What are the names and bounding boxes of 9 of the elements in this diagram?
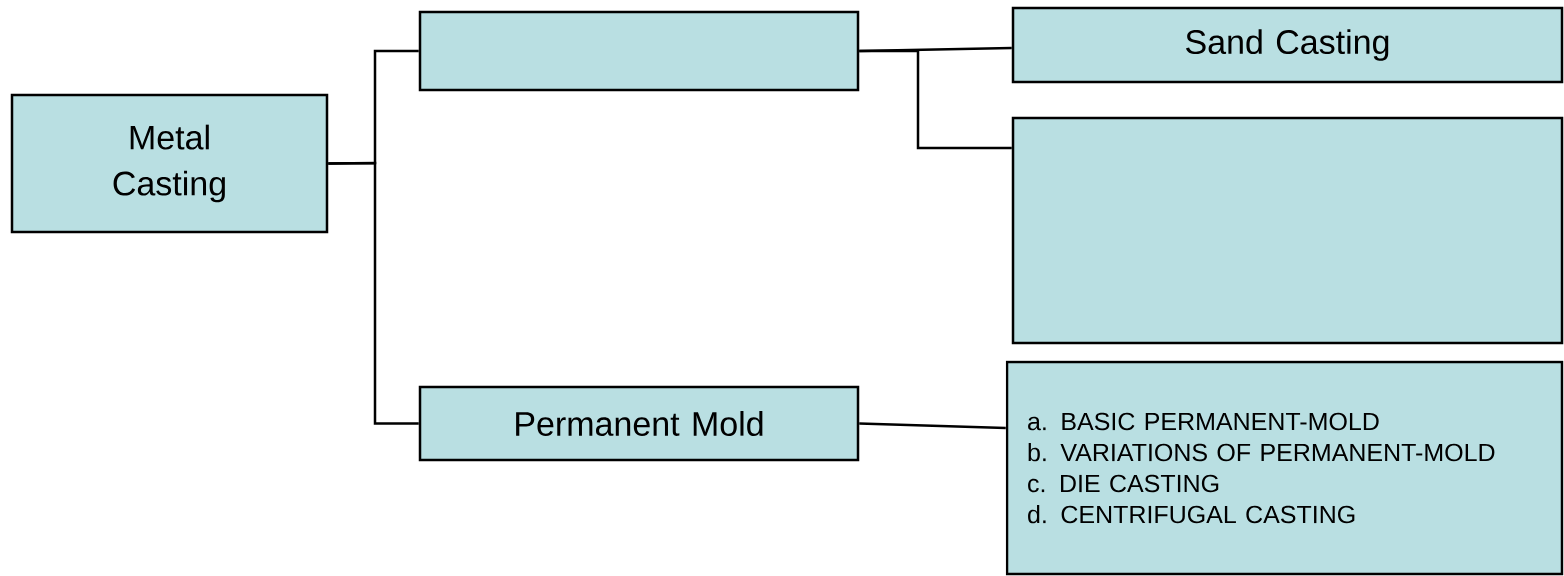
connector-line	[859, 49, 1012, 150]
connector-line	[328, 161, 419, 425]
connector-line	[859, 422, 1006, 430]
process-box: Sand Casting	[1011, 6, 1564, 84]
process-box: Metal Casting	[10, 93, 329, 234]
process-box	[418, 10, 860, 92]
process-box	[1011, 116, 1564, 345]
process-box: Permanent Mold	[418, 385, 860, 462]
process-box: a. BASIC PERMANENT-MOLD b. VARIATIONS OF PERMANENT-MOLD c. DIE CASTING d. CENTRIFUGAL CASTING	[1005, 360, 1564, 576]
